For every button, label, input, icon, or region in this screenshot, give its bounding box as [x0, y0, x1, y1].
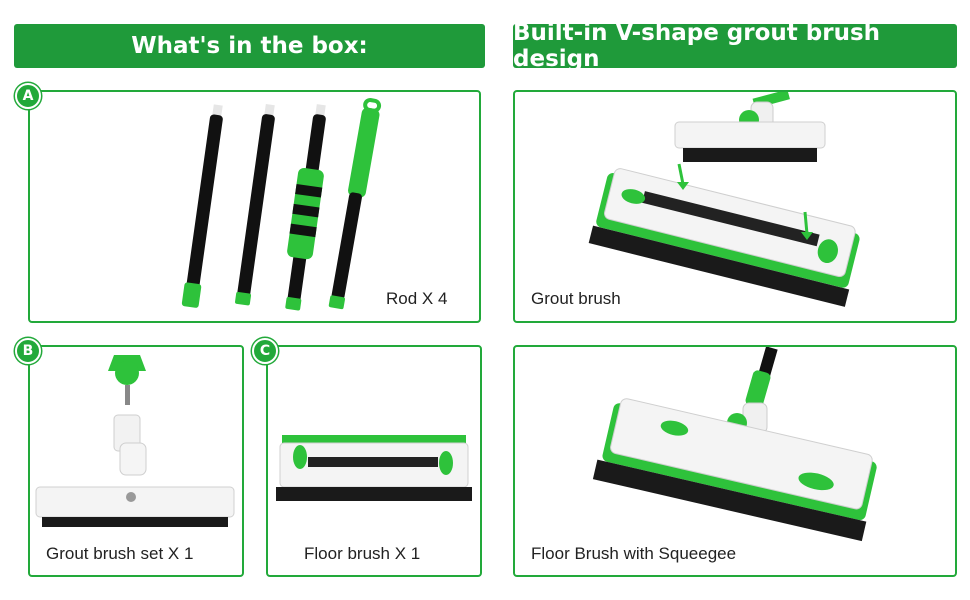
- panel-rods: Rod X 4: [28, 90, 481, 323]
- floor-squeegee-illustration: [592, 347, 877, 542]
- badge-a: A: [15, 83, 41, 109]
- floor-brush-illustration: [276, 435, 472, 501]
- panel-floor-squeegee: Floor Brush with Squeegee: [513, 345, 957, 577]
- badge-b: B: [15, 338, 41, 364]
- rod-4: [328, 98, 382, 310]
- panel-floor-brush: Floor brush X 1: [266, 345, 482, 577]
- panel-grout-brush: Grout brush: [513, 90, 957, 323]
- rod-2: [235, 103, 275, 306]
- rod-1: [181, 104, 223, 308]
- rods-illustration: [181, 98, 382, 311]
- box-contents-banner: What's in the box:: [14, 24, 485, 68]
- grout-brush-caption: Grout brush: [531, 289, 621, 308]
- floor-brush-caption: Floor brush X 1: [304, 544, 421, 563]
- badge-c: C: [252, 338, 278, 364]
- rods-caption: Rod X 4: [386, 289, 448, 308]
- design-banner: Built-in V-shape grout brush design: [513, 20, 957, 72]
- grout-brush-illustration: [588, 92, 860, 307]
- grout-set-illustration: [35, 355, 235, 527]
- grout-set-caption: Grout brush set X 1: [46, 544, 194, 563]
- panel-grout-set: Grout brush set X 1: [28, 345, 244, 577]
- rod-3: [285, 104, 326, 311]
- floor-squeegee-caption: Floor Brush with Squeegee: [531, 544, 737, 563]
